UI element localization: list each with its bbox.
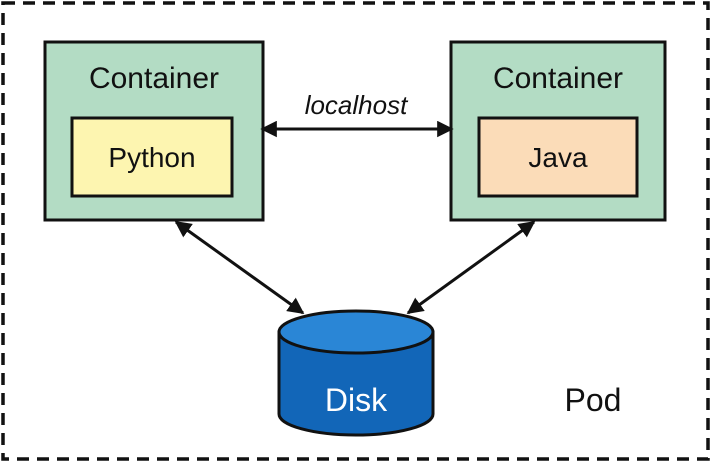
container-python: Container Python <box>43 40 265 222</box>
runtime-box-python <box>70 116 234 198</box>
runtime-box-java <box>477 116 639 198</box>
python-disk-arrow <box>174 220 305 315</box>
java-disk-arrow <box>406 220 536 315</box>
runtime-label-java: Java <box>528 142 588 173</box>
disk-top <box>277 309 435 355</box>
container-title: Container <box>493 62 623 95</box>
disk-body <box>277 330 435 437</box>
runtime-label-python: Python <box>108 142 195 173</box>
container-java: Container Java <box>449 40 667 222</box>
pod-label: Pod <box>565 382 622 418</box>
disk: Disk <box>277 309 435 437</box>
container-title: Container <box>89 62 219 95</box>
localhost-label: localhost <box>305 90 409 120</box>
disk-label: Disk <box>325 382 388 418</box>
